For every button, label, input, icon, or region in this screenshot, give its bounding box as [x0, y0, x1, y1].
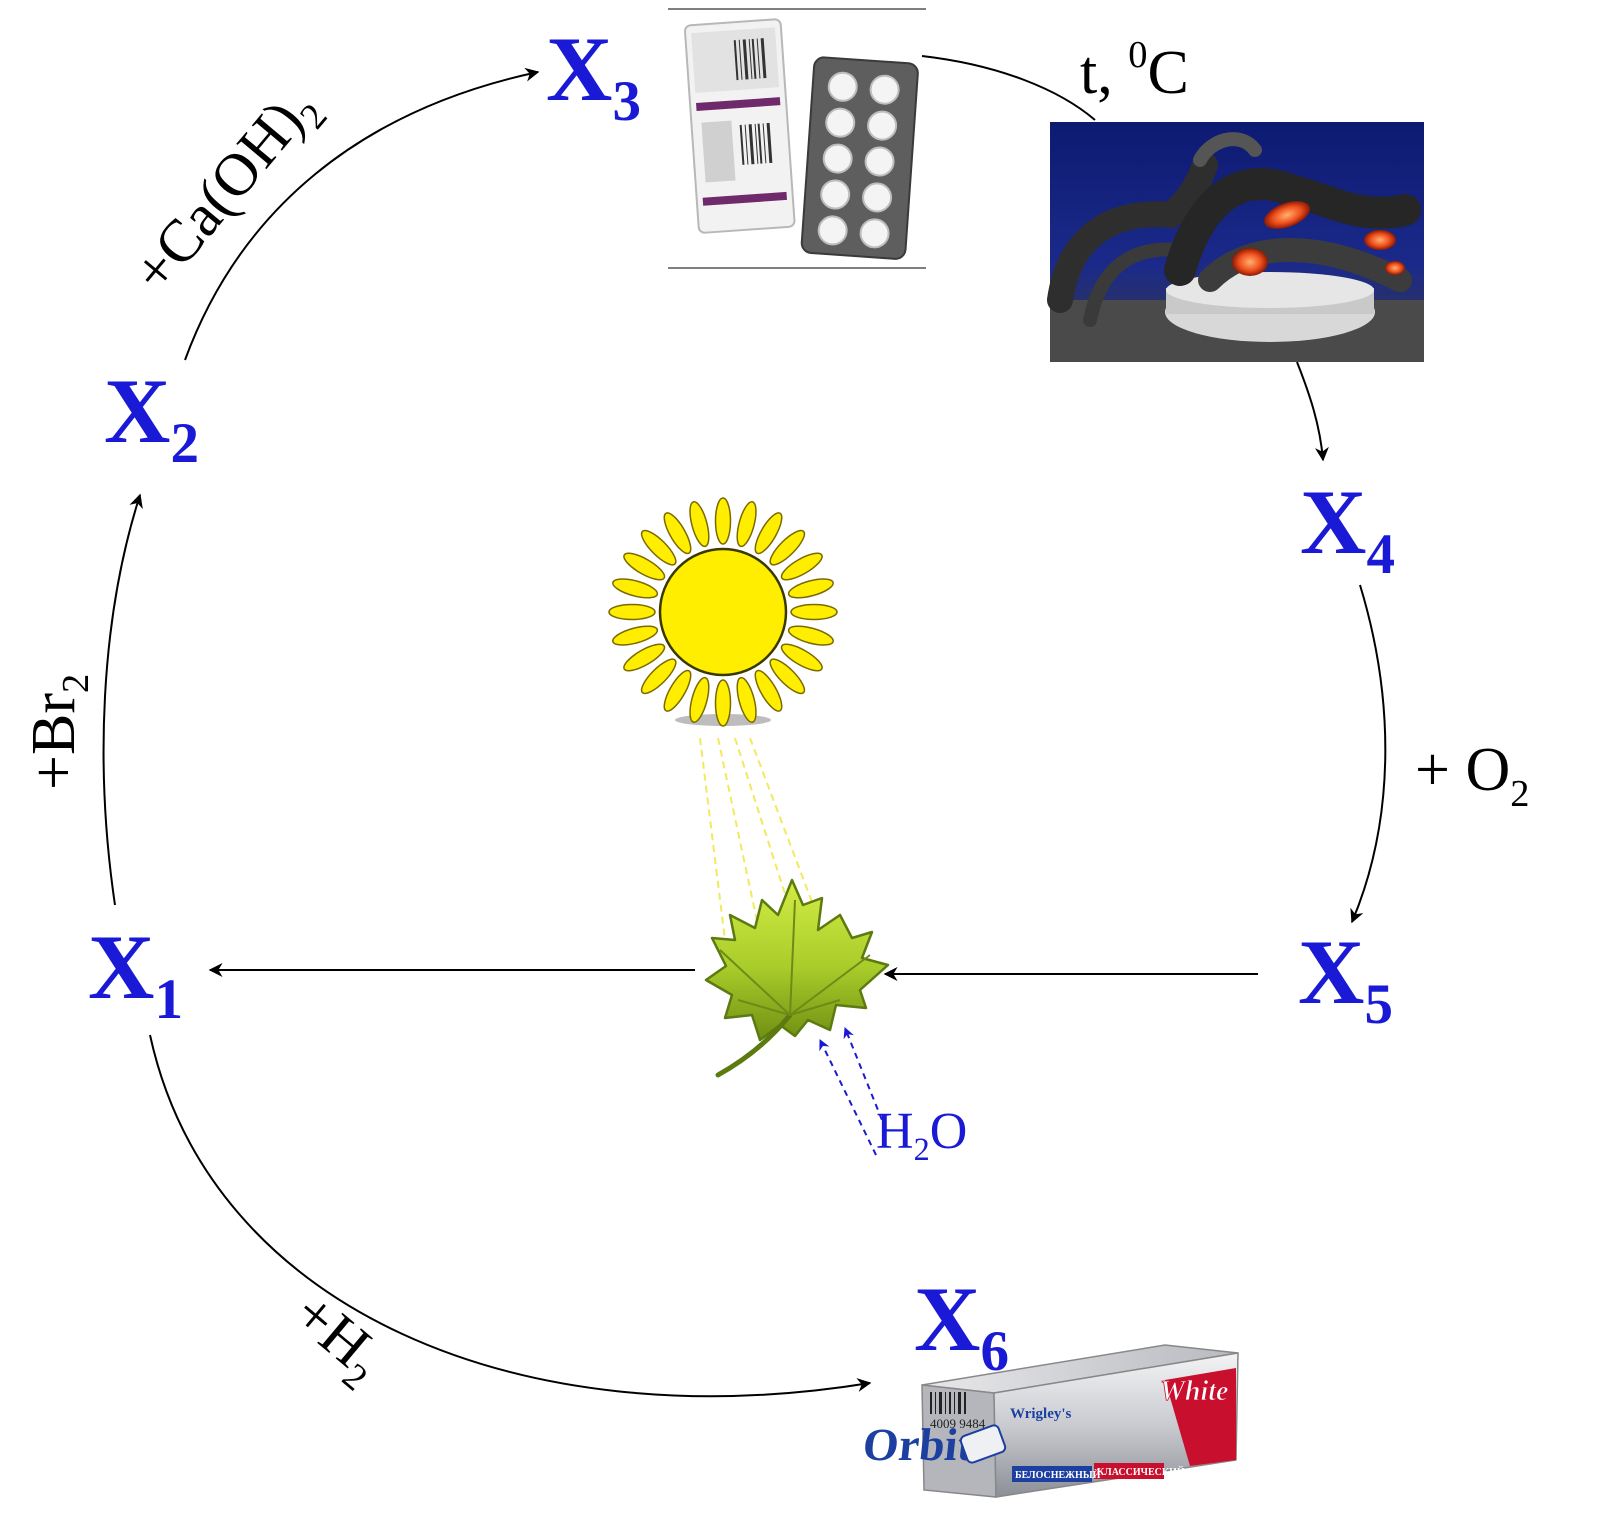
sun-ray-petal [640, 658, 677, 695]
sun-ray-petal [714, 679, 732, 727]
sun-ray-petal [608, 603, 656, 621]
reagent-h2: +H2 [275, 1279, 397, 1399]
sun-ray-petal [736, 676, 757, 723]
sun-ray-petal [754, 512, 783, 555]
maple-leaf-icon [704, 878, 890, 1078]
arrow-heat-to-x4 [1296, 361, 1329, 462]
burning-serpent-photo [1047, 122, 1424, 362]
reagent-o2: + O2 [1415, 736, 1529, 815]
sun-ray-petal [769, 658, 806, 695]
sun-ray-petal [780, 643, 823, 672]
node-x2: X2 [104, 360, 199, 475]
arrow-x4-to-x5 [1350, 584, 1387, 924]
sun-ray-petal [623, 643, 666, 672]
sun-ray-petal [640, 529, 677, 566]
calcium-gluconate-tablets-photo [668, 8, 926, 269]
connector-x3-to-heat [921, 55, 1096, 121]
arrow-x1-to-x2 [102, 493, 143, 906]
gum-variant: White [1160, 1376, 1228, 1407]
sun-ray-petal [736, 501, 757, 548]
node-x6: X6 [914, 1268, 1009, 1383]
sunlight-rays [699, 737, 816, 941]
water-arrows [819, 1026, 887, 1156]
sun-ray-petal [689, 676, 710, 723]
reagent-br2: +Br2 [20, 674, 97, 790]
sun-ray-petal [623, 552, 666, 581]
gum-brand: Orbit [860, 1419, 976, 1470]
arrow-x2-to-x3 [184, 67, 540, 361]
reagent-water: H2O [876, 1103, 967, 1167]
node-x5: X5 [1298, 921, 1393, 1036]
sun-ray-petal [769, 529, 806, 566]
sun-ray-petal [787, 625, 834, 646]
reagent-heat: t, 0C [1080, 34, 1189, 107]
gum-desc2: КЛАССИЧЕСКИЙ [1097, 1466, 1185, 1478]
sun-ray-petal [612, 625, 659, 646]
sun-disc [658, 547, 788, 677]
sun-ray-petal [663, 512, 692, 555]
sun-ray-petal [787, 578, 834, 599]
sun-icon [608, 497, 838, 727]
orbit-chewing-gum-pack: 4009 9484 Wrigley's Orbit White БЕЛОСНЕЖ… [860, 1344, 1239, 1498]
sun-ray-petal [663, 669, 692, 712]
sun-ray-petal [780, 552, 823, 581]
sun-ray-petal [612, 578, 659, 599]
node-x4: X4 [1300, 471, 1395, 586]
arrow-x1-to-x6 [149, 1034, 872, 1398]
gum-barcode: 4009 9484 [930, 1416, 986, 1431]
sun-ray-petal [754, 669, 783, 712]
node-x3: X3 [546, 18, 641, 133]
sun-ray-petal [689, 501, 710, 548]
gum-brand-small: Wrigley's [1010, 1406, 1072, 1422]
gum-desc1: БЕЛОСНЕЖНЫЙ [1015, 1469, 1101, 1481]
sun-ray-petal [790, 603, 838, 621]
sun-ray-petal [714, 497, 732, 545]
node-x1: X1 [88, 916, 183, 1031]
reagent-caoh2: +Ca(OH)2 [119, 74, 335, 311]
